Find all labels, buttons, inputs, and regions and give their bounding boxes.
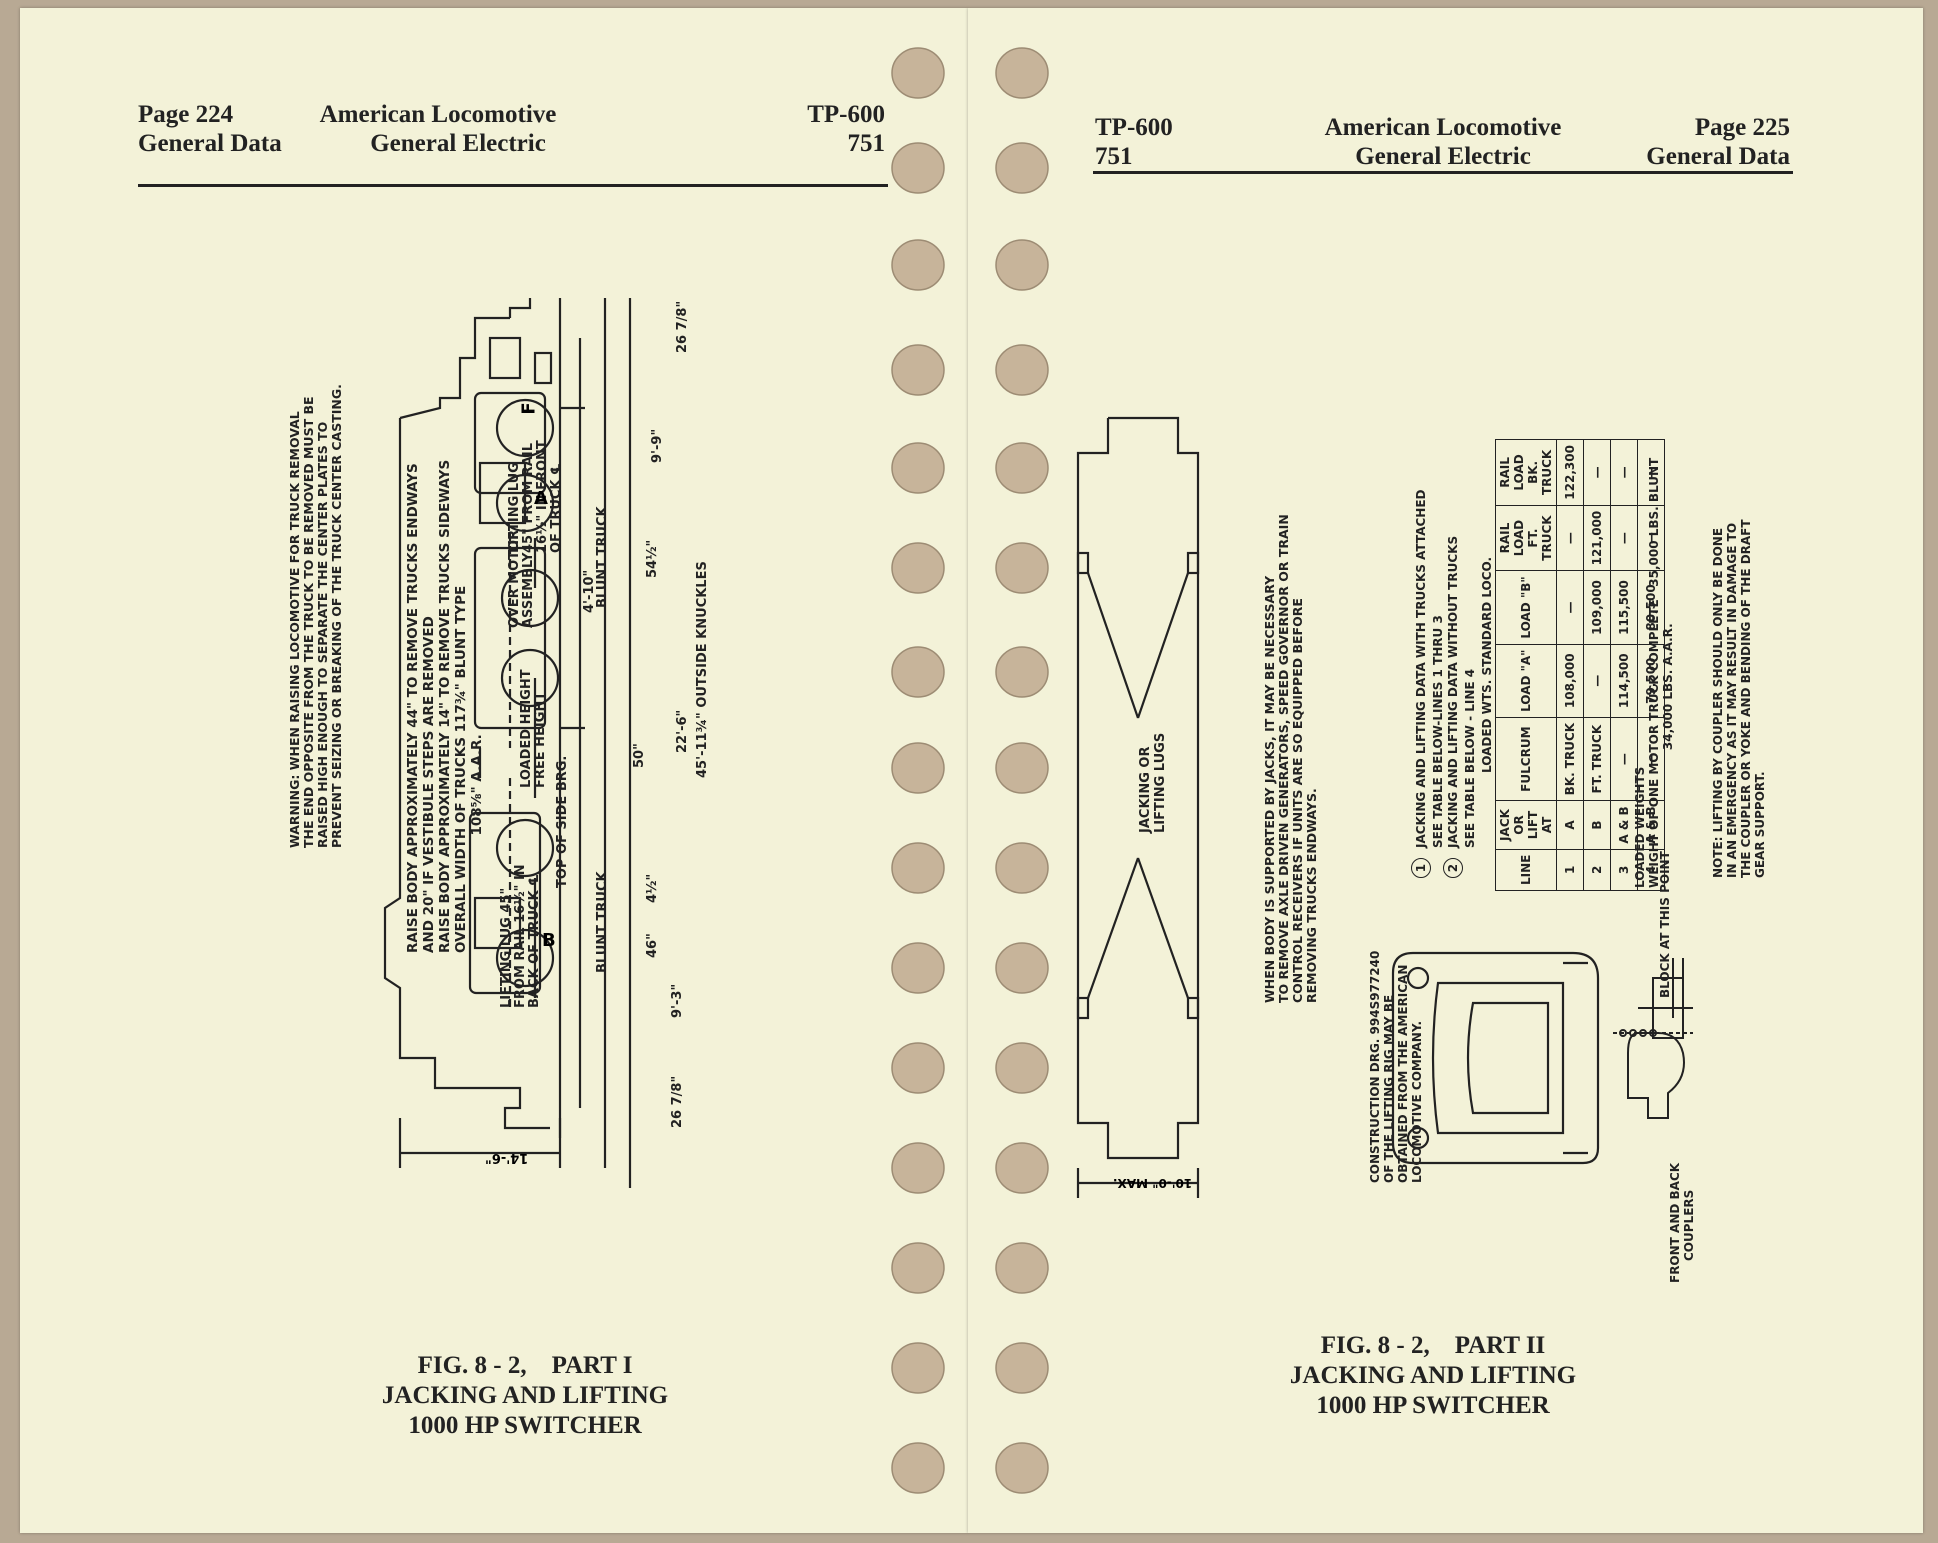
- left-figure-caption: FIG. 8 - 2, PART I JACKING AND LIFTING 1…: [381, 1352, 669, 1439]
- company-line1: American Locomotive: [319, 101, 557, 128]
- table-header: FULCRUM: [1495, 717, 1557, 801]
- blunt-truck-label-back: BLUNT TRUCK: [595, 871, 610, 973]
- dim-9-9: 9'-9": [650, 428, 665, 463]
- dim-50: 50": [632, 743, 647, 768]
- lifting-by-coupler-note: NOTE: LIFTING BY COUPLER SHOULD ONLY BE …: [1711, 519, 1767, 878]
- right-header-company: American Locomotive General Electric: [1308, 113, 1578, 171]
- doc-code: TP-600: [1095, 114, 1173, 141]
- construction-note: CONSTRUCTION DRG. 994S977240 OF THE LIFT…: [1368, 950, 1424, 1183]
- company-line1: American Locomotive: [1324, 114, 1562, 141]
- block-at-this-point-label: BLOCK AT THIS POINT: [1658, 851, 1672, 998]
- front-back-couplers-label: FRONT AND BACK COUPLERS: [1668, 1162, 1696, 1283]
- note-2: 2JACKING AND LIFTING DATA WITHOUT TRUCKS…: [1443, 536, 1477, 878]
- loaded-height-label: LOADED HEIGHT FREE HEIGHT: [519, 669, 548, 788]
- coupler-drawing: [1613, 958, 1693, 1119]
- header-rule: [1093, 171, 1793, 174]
- top-side-brg-label: TOP OF SIDE BRG.: [555, 755, 570, 888]
- table-header: JACK OR LIFT AT: [1495, 800, 1557, 850]
- table-header: RAIL LOAD FT. TRUCK: [1495, 505, 1557, 571]
- left-header-company: American Locomotive General Electric: [320, 100, 558, 158]
- right-page: TP-600 751 American Locomotive General E…: [968, 8, 1923, 1533]
- lifting-rig-drawing: [1391, 951, 1600, 1165]
- section-label: General Data: [138, 130, 282, 157]
- left-header-doc: TP-600 751: [755, 100, 885, 158]
- point-b-label: B: [542, 930, 556, 951]
- section-label: General Data: [1646, 143, 1790, 170]
- table-header-row: LINE JACK OR LIFT AT FULCRUM LOAD "A" LO…: [1495, 439, 1557, 891]
- company-line2: General Electric: [1355, 143, 1531, 170]
- dim-14-6: 14'-6": [485, 1150, 529, 1165]
- dim-9-3: 9'-3": [670, 983, 685, 1018]
- table-header: LOAD "A": [1495, 644, 1557, 718]
- loaded-wts-label: LOADED WTS. STANDARD LOCO.: [1480, 556, 1494, 773]
- loaded-weights-note: LOADED WEIGHTS WEIGHT OF ONE MOTOR TRUCK…: [1633, 457, 1675, 888]
- note-1-number: 1: [1411, 858, 1431, 878]
- jacking-table-wrapper: LINE JACK OR LIFT AT FULCRUM LOAD "A" LO…: [1092, 439, 1665, 1153]
- body-supported-note: WHEN BODY IS SUPPORTED BY JACKS, IT MAY …: [1262, 514, 1319, 1003]
- header-rule: [138, 184, 888, 187]
- left-header-page: Page 224 General Data: [138, 100, 282, 158]
- table-header: RAIL LOAD BK. TRUCK: [1495, 439, 1557, 506]
- blunt-truck-label-front: BLUNT TRUCK: [595, 506, 610, 608]
- page-label: Page 224: [138, 101, 234, 128]
- company-line2: General Electric: [370, 130, 546, 157]
- right-header-doc: TP-600 751: [1095, 113, 1173, 171]
- right-header-page: Page 225 General Data: [1640, 113, 1790, 171]
- doc-code: TP-600: [807, 101, 885, 128]
- dim-22-6: 22'-6": [675, 709, 690, 753]
- lifting-lug-back-label: LIFTING LUG 45" FROM RAIL 16½" IN BACK O…: [499, 864, 542, 1008]
- warning-note: WARNING: WHEN RAISING LOCOMOTIVE FOR TRU…: [287, 384, 344, 848]
- dim-4-10: 4'-10": [582, 569, 597, 613]
- note-1: 1JACKING AND LIFTING DATA WITH TRUCKS AT…: [1411, 490, 1445, 878]
- doc-number: 751: [847, 130, 886, 157]
- point-f-label: F: [518, 402, 540, 415]
- page-label: Page 225: [1694, 114, 1790, 141]
- left-page: Page 224 General Data American Locomotiv…: [20, 8, 968, 1533]
- right-figure-caption: FIG. 8 - 2, PART II JACKING AND LIFTING …: [1289, 1332, 1577, 1419]
- point-a-label: A: [534, 488, 548, 509]
- doc-number: 751: [1095, 143, 1133, 170]
- dim-26-7-8-bottom: 26 7/8": [670, 1075, 685, 1128]
- over-motor-label: OVER MOTOR ASSEMBLY: [507, 529, 536, 628]
- max-width-label: 10'-0" MAX.: [1113, 1176, 1193, 1190]
- dim-46: 46": [645, 933, 660, 958]
- dim-54-half: 54½": [645, 539, 660, 578]
- dim-26-7-8-top: 26 7/8": [675, 300, 690, 353]
- table-header: LOAD "B": [1495, 570, 1557, 645]
- locomotive-side-drawing: [383, 298, 632, 1188]
- note-2-number: 2: [1443, 858, 1463, 878]
- dim-45-11: 45'-11¾" OUTSIDE KNUCKLES: [695, 561, 710, 778]
- table-header: LINE: [1495, 849, 1557, 891]
- dim-4-half: 4½": [645, 873, 660, 903]
- plan-view-drawing: [1076, 416, 1200, 1198]
